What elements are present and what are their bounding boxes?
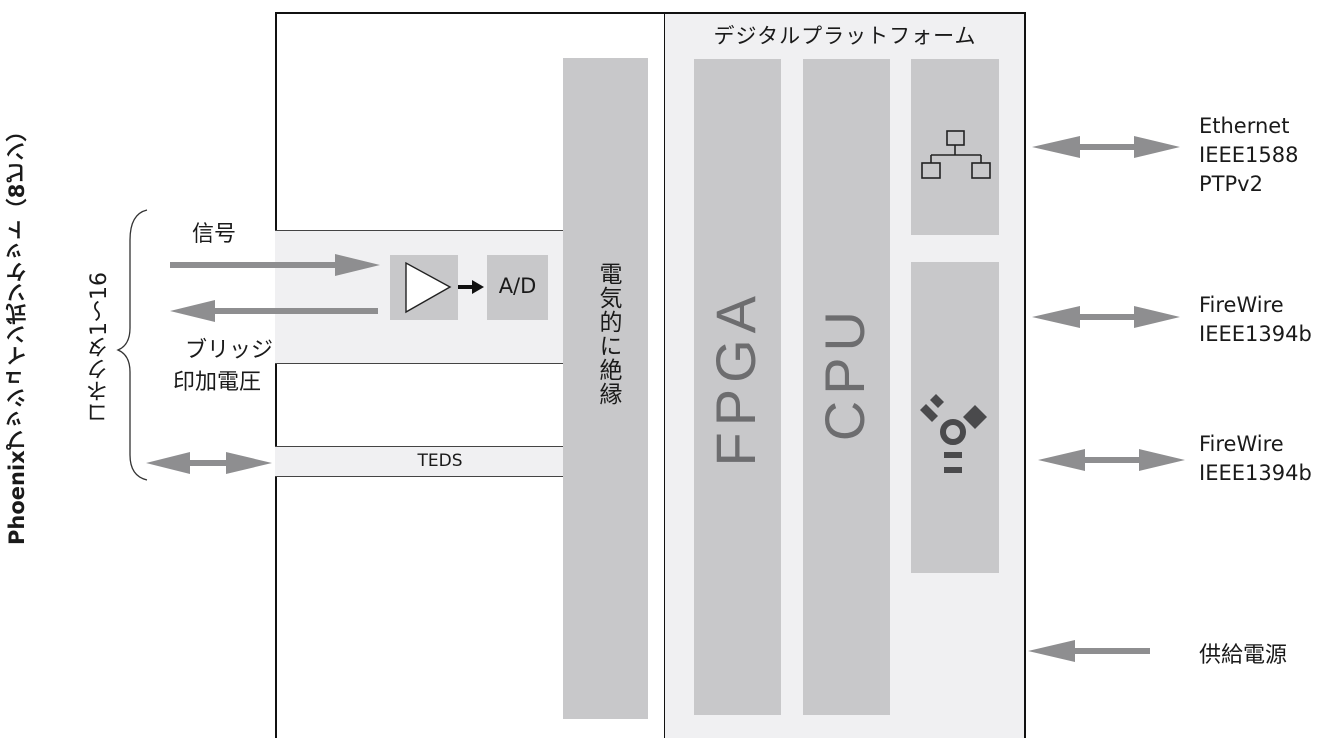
fpga-block [694, 59, 781, 715]
ethernet-bidir-arrow [1032, 136, 1080, 158]
connector-type-label: Phoenixプッシュイン式ソケット（8ピン） [5, 120, 29, 546]
port-line: IEEE1394b [1199, 322, 1312, 346]
port-line: IEEE1588 [1199, 143, 1299, 167]
ethernet-port-block [911, 59, 999, 235]
firewire1-port-label: FireWire IEEE1394b [1199, 291, 1312, 349]
ethernet-port-label: Ethernet IEEE1588 PTPv2 [1199, 112, 1298, 199]
bridge-label-line1: ブリッジ [185, 338, 274, 363]
firewire2-port-label: FireWire IEEE1394b [1199, 430, 1312, 488]
teds-bidir-arrow [146, 452, 190, 474]
isolation-bar [563, 58, 648, 719]
bridge-label-line2: 印加電圧 [173, 370, 262, 395]
power-arrow [1028, 640, 1075, 662]
port-line: PTPv2 [1199, 172, 1263, 196]
teds-band [275, 446, 565, 477]
adc-block [487, 255, 548, 320]
cpu-label: CPU [813, 305, 876, 442]
port-line: FireWire [1199, 432, 1284, 456]
teds-label: TEDS [417, 451, 463, 471]
adc-label: A/D [498, 274, 537, 298]
power-label: 供給電源 [1199, 643, 1288, 668]
cpu-block [803, 59, 890, 715]
amplifier-block [390, 255, 458, 320]
isolation-label: 電気的に絶縁 [595, 262, 621, 406]
signal-label: 信号 [192, 222, 237, 247]
firewire2-bidir-arrow [1038, 449, 1085, 471]
connector-range-label: コネクタ1～16 [87, 272, 112, 424]
bridge-out-arrow [170, 300, 215, 322]
port-line: IEEE1394b [1199, 461, 1312, 485]
port-line: FireWire [1199, 293, 1284, 317]
port-line: Ethernet [1199, 114, 1290, 138]
digital-platform-title: デジタルプラットフォーム [713, 24, 977, 48]
fpga-label: FPGA [704, 290, 767, 467]
firewire1-bidir-arrow [1032, 306, 1080, 328]
firewire-port-block [911, 262, 999, 573]
